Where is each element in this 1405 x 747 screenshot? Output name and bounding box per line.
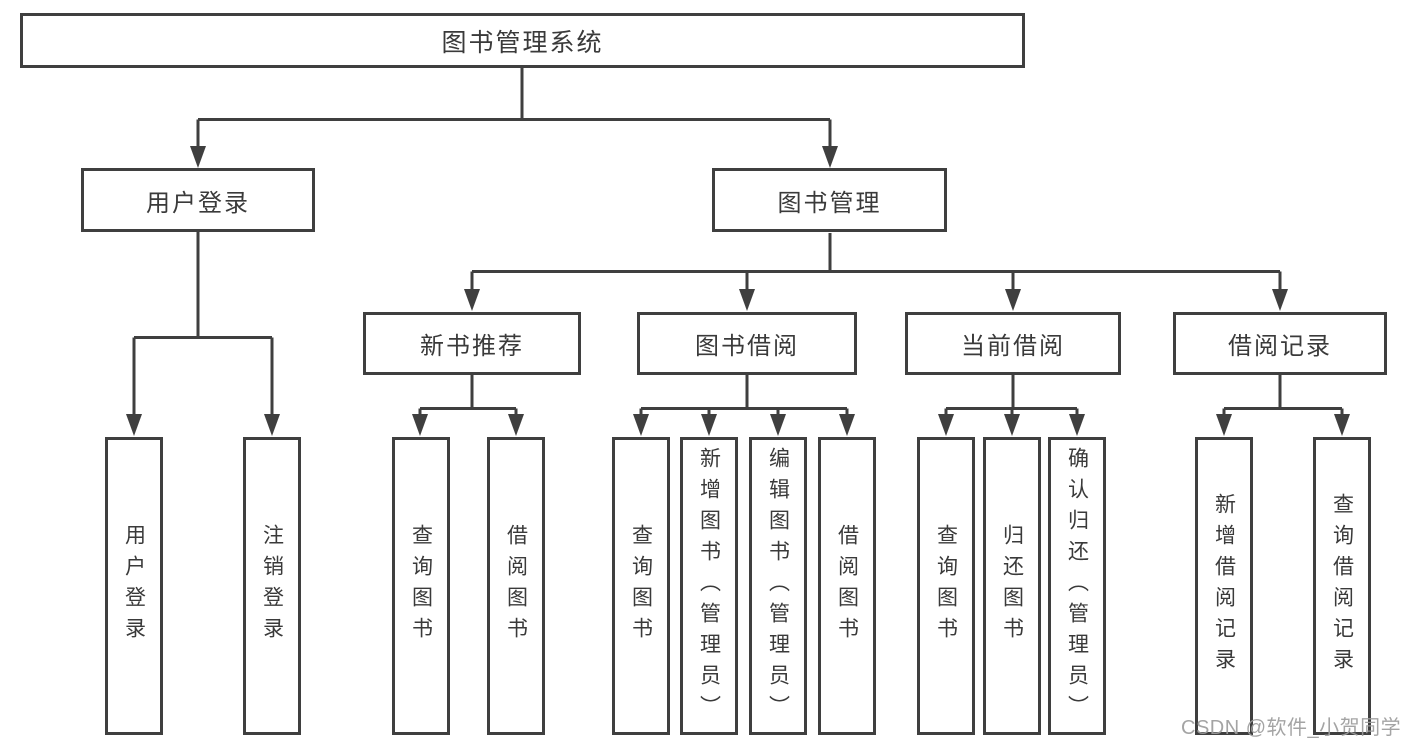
arrowhead-down-icon	[1216, 414, 1232, 436]
leaf-borrow-books-borrow: 借阅图书	[818, 437, 876, 735]
arrowhead-down-icon	[839, 414, 855, 436]
node-current-borrow: 当前借阅	[905, 312, 1121, 375]
leaf-confirm-return-admin: 确认归还（管理员）	[1048, 437, 1106, 735]
arrowhead-down-icon	[770, 414, 786, 436]
leaf-return-book: 归还图书	[983, 437, 1041, 735]
leaf-query-books-current: 查询图书	[917, 437, 975, 735]
leaf-query-books-borrow: 查询图书	[612, 437, 670, 735]
connector-user-login-branch	[132, 232, 274, 417]
arrowhead-down-icon	[1004, 414, 1020, 436]
connector-root-to-level2	[196, 67, 832, 148]
node-root-system: 图书管理系统	[20, 13, 1025, 68]
leaf-add-borrow-record: 新增借阅记录	[1195, 437, 1253, 735]
arrowhead-down-icon	[126, 414, 142, 436]
leaf-edit-book-admin: 编辑图书（管理员）	[749, 437, 807, 735]
node-new-book-recommend: 新书推荐	[363, 312, 581, 375]
arrowhead-down-icon	[464, 289, 480, 311]
arrowhead-down-icon	[190, 146, 206, 168]
connector-borrow-records-branch	[1222, 375, 1344, 417]
leaf-query-borrow-record: 查询借阅记录	[1313, 437, 1371, 735]
leaf-query-books-recommend: 查询图书	[392, 437, 450, 735]
node-book-borrow: 图书借阅	[637, 312, 857, 375]
arrowhead-down-icon	[508, 414, 524, 436]
arrowhead-down-icon	[739, 289, 755, 311]
node-borrow-records: 借阅记录	[1173, 312, 1387, 375]
leaf-borrow-books-recommend: 借阅图书	[487, 437, 545, 735]
arrowhead-down-icon	[701, 414, 717, 436]
arrowhead-down-icon	[412, 414, 428, 436]
arrowheads	[126, 146, 1350, 436]
arrowhead-down-icon	[822, 146, 838, 168]
node-user-login: 用户登录	[81, 168, 315, 232]
arrowhead-down-icon	[1005, 289, 1021, 311]
arrowhead-down-icon	[1334, 414, 1350, 436]
arrowhead-down-icon	[264, 414, 280, 436]
leaf-add-book-admin: 新增图书（管理员）	[680, 437, 738, 735]
leaf-user-login: 用户登录	[105, 437, 163, 735]
csdn-watermark: CSDN @软件_小贺同学	[1181, 717, 1402, 739]
arrowhead-down-icon	[633, 414, 649, 436]
arrowhead-down-icon	[1272, 289, 1288, 311]
connector-current-borrow-branch	[944, 375, 1079, 417]
leaf-logout: 注销登录	[243, 437, 301, 735]
arrowhead-down-icon	[938, 414, 954, 436]
connector-book-management-branch	[470, 233, 1282, 290]
connector-paths	[132, 67, 1344, 417]
connector-book-borrow-branch	[639, 375, 849, 417]
connector-new-book-branch	[418, 375, 518, 417]
arrowhead-down-icon	[1069, 414, 1085, 436]
node-book-management: 图书管理	[712, 168, 947, 232]
